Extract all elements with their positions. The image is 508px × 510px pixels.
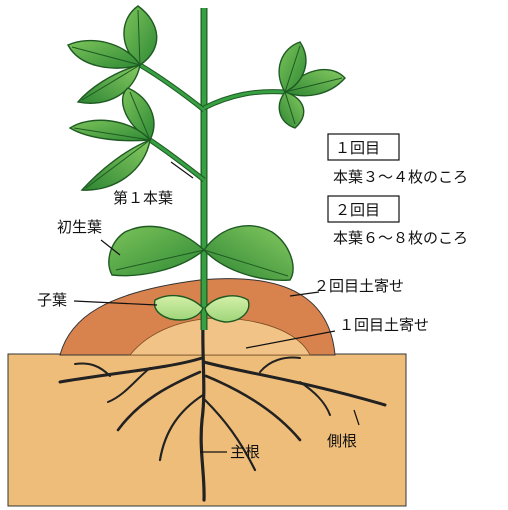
primary-leaves [108, 225, 294, 281]
schedule-notes: １回目 本葉３〜４枚のころ ２回目 本葉６〜８枚のころ [327, 133, 468, 247]
badge-box-2 [327, 195, 400, 223]
label-first-true-leaf: 第１本葉 [113, 189, 173, 207]
badge-box-1 [327, 133, 400, 161]
first-true-leaf [68, 87, 155, 191]
schedule-badge-1: １回目 [335, 139, 380, 157]
callout-lines [73, 161, 360, 453]
lateral-roots [58, 356, 387, 472]
petioles [138, 62, 286, 182]
label-first-hilling: １回目土寄せ [339, 316, 429, 334]
label-cotyledon: 子葉 [37, 291, 67, 309]
label-lateral-root: 側根 [327, 432, 357, 450]
cotyledons [153, 294, 250, 323]
upper-right-leaves [278, 41, 346, 129]
label-primary-leaf: 初生葉 [57, 218, 102, 236]
label-taproot: 主根 [230, 443, 260, 461]
root-system [58, 320, 387, 502]
schedule-condition-2: 本葉６〜８枚のころ [333, 229, 468, 247]
schedule-condition-1: 本葉３〜４枚のころ [333, 168, 468, 186]
top-leaves [67, 5, 158, 104]
label-second-hilling: ２回目土寄せ [314, 277, 404, 295]
schedule-badge-2: ２回目 [335, 201, 380, 219]
